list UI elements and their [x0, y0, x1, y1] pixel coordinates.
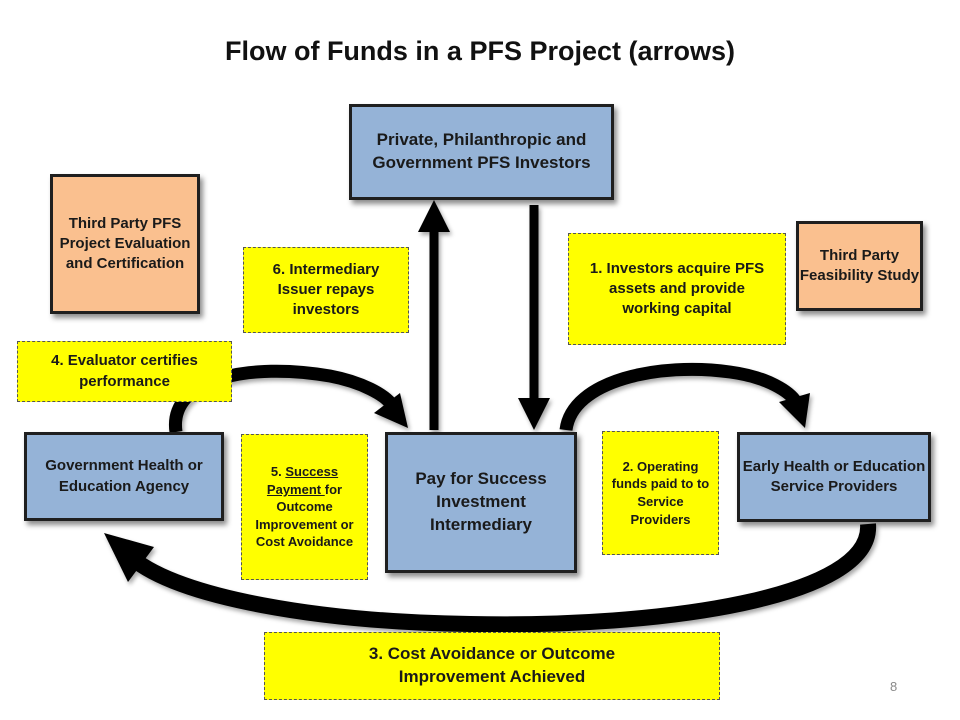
step-6-label: 6. Intermediary Issuer repays investors [243, 247, 409, 333]
step-3-line-1: 3. Cost Avoidance or Outcome [368, 644, 616, 664]
step-3-label: 3. Cost Avoidance or Outcome Improvement… [264, 632, 720, 700]
service-providers-label: Early Health or Education Service Provid… [742, 457, 926, 495]
step-5-suffix: for Outcome Improvement or Cost Avoidanc… [255, 481, 354, 550]
step-4-text: 4. Evaluator certifies performance [51, 352, 198, 390]
arrow-intermediary-to-providers [559, 362, 810, 432]
step-5-text: 5. Success Payment for Outcome Improveme… [248, 463, 361, 551]
evaluation-label: Third Party PFS Project Evaluation and C… [59, 214, 191, 273]
step-6-text: 6. Intermediary Issuer repays investors [272, 260, 380, 319]
evaluation-box: Third Party PFS Project Evaluation and C… [50, 174, 200, 314]
step-5-underlined: Success Payment [266, 464, 339, 497]
arrow-investors-to-intermediary [518, 205, 550, 430]
intermediary-box: Pay for Success Investment Intermediary [385, 432, 577, 573]
step-1-text: 1. Investors acquire PFS assets and prov… [589, 259, 765, 318]
diagram-title: Flow of Funds in a PFS Project (arrows) [224, 36, 736, 66]
investors-label: Private, Philanthropic and Government PF… [372, 130, 591, 172]
step-2-label: 2. Operating funds paid to to Service Pr… [602, 431, 719, 555]
arrow-providers-to-government [104, 523, 877, 633]
arrow-intermediary-to-investors [418, 200, 450, 430]
government-agency-box: Government Health or Education Agency [24, 432, 224, 521]
intermediary-label: Pay for Success Investment Intermediary [415, 469, 547, 534]
step-3-line-2: Improvement Achieved [398, 667, 586, 686]
feasibility-box: Third Party Feasibility Study [796, 221, 923, 311]
step-2-text: 2. Operating funds paid to to Service Pr… [611, 458, 710, 527]
step-1-label: 1. Investors acquire PFS assets and prov… [568, 233, 786, 345]
service-providers-box: Early Health or Education Service Provid… [737, 432, 931, 522]
government-agency-label: Government Health or Education Agency [45, 457, 203, 495]
step-5-prefix: 5. [270, 464, 286, 480]
step-4-label: 4. Evaluator certifies performance [17, 341, 232, 402]
page-number: 8 [890, 679, 898, 694]
step-5-label: 5. Success Payment for Outcome Improveme… [241, 434, 368, 580]
feasibility-label: Third Party Feasibility Study [799, 246, 920, 284]
investors-box: Private, Philanthropic and Government PF… [349, 104, 614, 200]
